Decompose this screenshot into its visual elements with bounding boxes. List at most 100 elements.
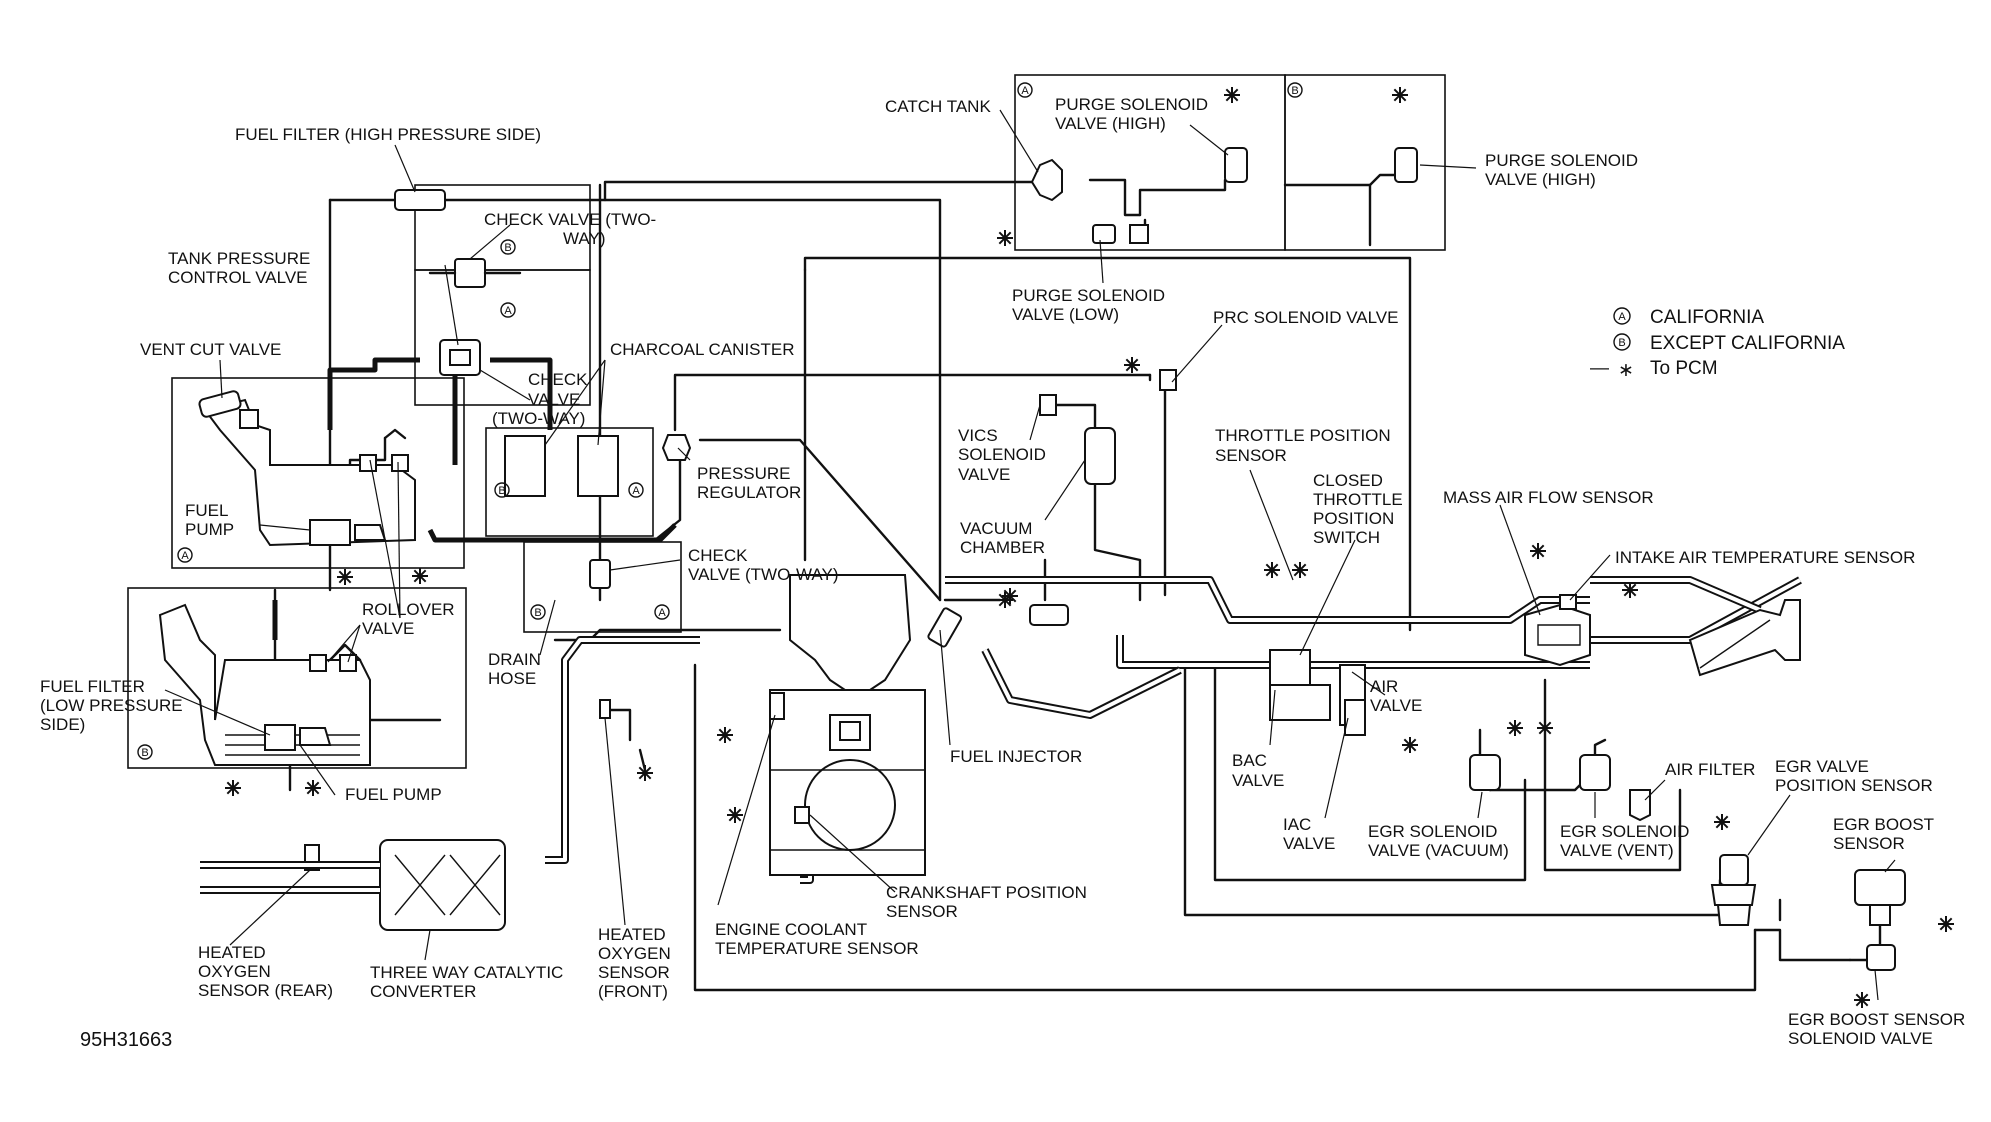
pcm-connection-mark bbox=[1402, 737, 1418, 753]
pcm-connection-mark bbox=[412, 568, 428, 584]
legend-tag-a-letter: A bbox=[1618, 311, 1626, 323]
pcm-connection-mark bbox=[1530, 543, 1546, 559]
region-tag-b: B bbox=[494, 482, 510, 498]
region-tag-b: B bbox=[1287, 82, 1303, 98]
legend-pcm: To PCM bbox=[1650, 358, 1718, 379]
legend-tag-b bbox=[1613, 333, 1631, 351]
figure-code: 95H31663 bbox=[80, 1029, 172, 1051]
legend-except-california: EXCEPT CALIFORNIA bbox=[1650, 333, 1845, 354]
region-tag-b: B bbox=[530, 604, 546, 620]
pcm-connection-mark bbox=[1507, 720, 1523, 736]
engine-coolant-sensor-component bbox=[769, 692, 785, 720]
label-vent-cut-valve: VENT CUT VALVE bbox=[140, 340, 281, 359]
pcm-connection-mark bbox=[1292, 562, 1308, 578]
label-fuel-pump-b: FUEL PUMP bbox=[345, 785, 442, 804]
pcm-connection-mark bbox=[337, 569, 353, 585]
pcm-connection-mark bbox=[1392, 87, 1408, 103]
svg-text:A: A bbox=[504, 305, 512, 317]
box-fuel-tank-a bbox=[171, 377, 465, 569]
o2-front-component bbox=[599, 699, 611, 719]
labels: FUEL FILTER (HIGH PRESSURE SIDE) CHECK V… bbox=[40, 95, 1965, 1048]
region-tag-b: B bbox=[500, 239, 516, 255]
svg-text:A: A bbox=[632, 485, 640, 497]
label-fuel-injector: FUEL INJECTOR bbox=[950, 747, 1082, 766]
check-valve-top-component bbox=[428, 258, 522, 288]
charcoal-canister-a-component bbox=[577, 435, 619, 497]
legend-california: CALIFORNIA bbox=[1650, 307, 1764, 328]
fuel-filter-high-component bbox=[385, 189, 455, 211]
rollover-valve-b2 bbox=[339, 654, 357, 672]
region-tag-a: A bbox=[628, 482, 644, 498]
svg-text:B: B bbox=[498, 485, 505, 497]
pcm-connection-mark bbox=[1224, 87, 1240, 103]
pcm-connection-mark bbox=[637, 765, 653, 781]
region-tag-a: A bbox=[654, 604, 670, 620]
label-prc-solenoid: PRC SOLENOID VALVE bbox=[1213, 308, 1398, 327]
crankshaft-sensor-component bbox=[794, 806, 810, 824]
svg-text:B: B bbox=[534, 607, 541, 619]
vacuum-chamber-component bbox=[1084, 427, 1116, 485]
egr-solenoid-vacuum-component bbox=[1469, 754, 1501, 791]
egr-solenoid-vent-component bbox=[1579, 754, 1611, 791]
vics-solenoid-component bbox=[1039, 394, 1057, 416]
pcm-marks bbox=[225, 87, 1954, 1008]
leader-lines bbox=[164, 109, 1896, 1001]
label-fuel-filter-high: FUEL FILTER (HIGH PRESSURE SIDE) bbox=[235, 125, 541, 144]
engine-component bbox=[769, 574, 926, 876]
pcm-connection-mark bbox=[717, 727, 733, 743]
components bbox=[158, 147, 1906, 971]
svg-text:A: A bbox=[1021, 85, 1029, 97]
region-tag-b: B bbox=[137, 744, 153, 760]
intake-air-temp-component bbox=[1559, 594, 1577, 610]
pcm-connection-mark bbox=[1622, 582, 1638, 598]
box-purge-except-california bbox=[1284, 74, 1446, 251]
pcm-connection-mark bbox=[1854, 992, 1870, 1008]
pcm-connection-mark bbox=[1124, 357, 1140, 373]
pcm-connection-mark bbox=[1714, 814, 1730, 830]
rollover-valve-a2 bbox=[391, 454, 409, 472]
air-filter-component bbox=[1629, 789, 1651, 822]
svg-text:B: B bbox=[1291, 85, 1298, 97]
catalytic-converter-component bbox=[379, 839, 506, 931]
purge-low-connector bbox=[1129, 224, 1149, 244]
legend-pcm-dash: — bbox=[1590, 358, 1609, 379]
fuel-tank-b-component bbox=[158, 603, 371, 766]
fuel-pump-a-unit bbox=[309, 519, 351, 546]
purge-low-component bbox=[1092, 224, 1116, 244]
svg-text:A: A bbox=[658, 607, 666, 619]
mass-air-flow-component bbox=[1524, 603, 1591, 667]
charcoal-canister-b-component bbox=[504, 435, 546, 497]
legend-tag-b-letter: B bbox=[1618, 337, 1625, 349]
vacuum-actuator bbox=[1029, 604, 1069, 626]
svg-text:B: B bbox=[141, 747, 148, 759]
svg-text:A: A bbox=[181, 550, 189, 562]
pcm-connection-mark bbox=[225, 780, 241, 796]
region-tag-a: A bbox=[177, 547, 193, 563]
legend: A CALIFORNIA B EXCEPT CALIFORNIA — ∗ To … bbox=[1590, 307, 1845, 381]
fuel-injector-component bbox=[927, 607, 963, 648]
pcm-connection-mark bbox=[997, 230, 1013, 246]
label-air-filter: AIR FILTER bbox=[1665, 760, 1755, 779]
egr-boost-sensor-component bbox=[1854, 869, 1906, 926]
region-tag-a: A bbox=[500, 302, 516, 318]
pcm-connection-mark bbox=[727, 807, 743, 823]
label-mass-air-flow: MASS AIR FLOW SENSOR bbox=[1443, 488, 1654, 507]
